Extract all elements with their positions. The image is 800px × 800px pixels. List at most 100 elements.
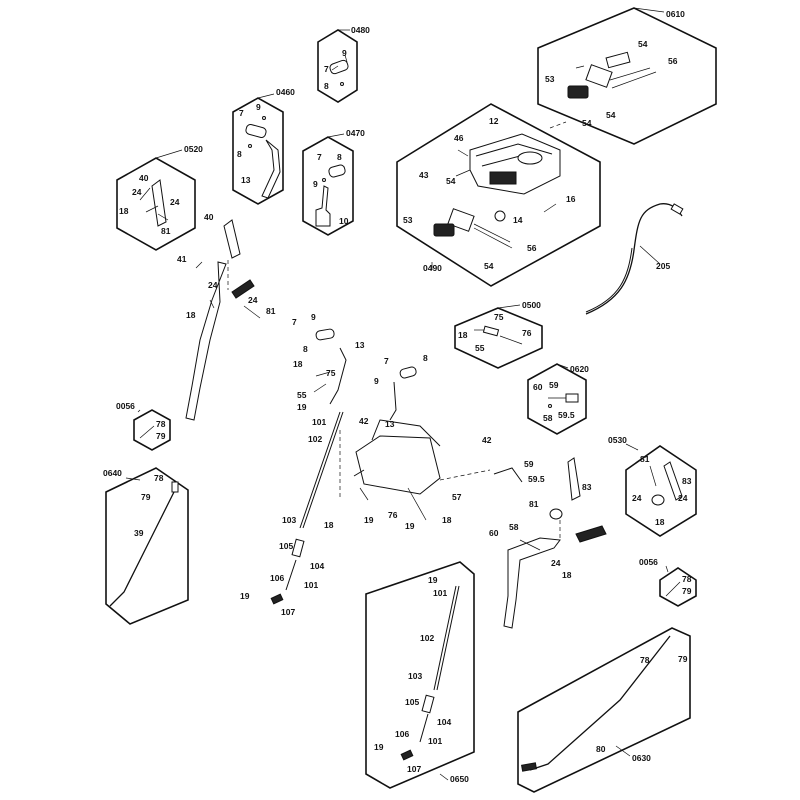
callout: 101: [304, 580, 318, 590]
panel-0490: 0490 12 46 43 54 53 14 16 56 54: [396, 103, 601, 287]
callout: 43: [419, 170, 429, 180]
callout: 13: [355, 340, 365, 350]
callout: 78: [682, 574, 692, 584]
callout: 54: [484, 261, 494, 271]
callout: 13: [241, 175, 251, 185]
spring-part: [474, 325, 523, 345]
callout: 59: [549, 380, 559, 390]
callout: 7: [384, 356, 389, 366]
callout: 78: [640, 655, 650, 665]
callout: 105: [279, 541, 293, 551]
panel-0460: 0460 9 7 8 13: [232, 87, 295, 205]
panel-id: 0610: [666, 9, 685, 19]
callout: 76: [388, 510, 398, 520]
panel-id: 0056: [639, 557, 658, 567]
callout: 18: [655, 517, 665, 527]
callout: 19: [297, 402, 307, 412]
callout: 10: [339, 216, 349, 226]
callout: 101: [312, 417, 326, 427]
handle-part: [329, 54, 349, 86]
callout: 102: [308, 434, 322, 444]
callout: 101: [428, 736, 442, 746]
callout: 54: [446, 176, 456, 186]
callout: 7: [239, 108, 244, 118]
callout: 55: [297, 390, 307, 400]
callout: 104: [310, 561, 324, 571]
callout: 40: [139, 173, 149, 183]
shift-rod-part: [649, 461, 683, 506]
callout: 54: [606, 110, 616, 120]
callout: 42: [482, 435, 492, 445]
callout: 7: [324, 64, 329, 74]
callout: 56: [668, 56, 678, 66]
cable-205: 205: [585, 203, 684, 315]
panel-id: 0640: [103, 468, 122, 478]
callout: 60: [489, 528, 499, 538]
panel-0640: 0640 78 79 39: [103, 467, 189, 625]
callout: 7: [292, 317, 297, 327]
callout: 104: [437, 717, 451, 727]
callout: 12: [489, 116, 499, 126]
callout: 19: [240, 591, 250, 601]
callout: 79: [141, 492, 151, 502]
callout: 9: [342, 48, 347, 58]
callout: 13: [385, 419, 395, 429]
callout: 7: [317, 152, 322, 162]
callout: 9: [374, 376, 379, 386]
panel-0650: 0650 19 101 102 103 105 104 106 101 19 1…: [365, 561, 475, 789]
callout: 9: [313, 179, 318, 189]
callout: 8: [337, 152, 342, 162]
panel-0630: 0630 78 79 80: [517, 627, 691, 793]
panel-0620: 0620 60 59 58 59.5: [527, 363, 589, 435]
callout: 80: [596, 744, 606, 754]
callout: 58: [543, 413, 553, 423]
cable-80: [521, 635, 671, 772]
panel-id: 0630: [632, 753, 651, 763]
panel-0520: 0520 40 24 18 24 81: [116, 144, 203, 251]
panel-id: 0470: [346, 128, 365, 138]
callout: 83: [682, 476, 692, 486]
callout: 103: [408, 671, 422, 681]
callout: 9: [256, 102, 261, 112]
callout: 24: [678, 493, 688, 503]
callout: 107: [281, 607, 295, 617]
callout: 40: [204, 212, 214, 222]
panel-id: 0530: [608, 435, 627, 445]
callout: 75: [326, 368, 336, 378]
callout: 53: [545, 74, 555, 84]
panel-0056-left: 0056 78 79: [116, 401, 171, 451]
callout: 55: [475, 343, 485, 353]
callout: 19: [364, 515, 374, 525]
callout: 79: [156, 431, 166, 441]
panel-0480: 0480 9 7 8: [317, 25, 370, 103]
callout: 102: [420, 633, 434, 643]
callout: 8: [303, 344, 308, 354]
callout: 58: [509, 522, 519, 532]
callout: 81: [161, 226, 171, 236]
callout: 53: [403, 215, 413, 225]
callout: 105: [405, 697, 419, 707]
callout: 18: [293, 359, 303, 369]
panel-id: 0056: [116, 401, 135, 411]
lever-part: [315, 164, 346, 227]
panel-0610: 0610 54 53 56 54 54: [537, 7, 717, 145]
callout: 81: [266, 306, 276, 316]
callout: 8: [237, 149, 242, 159]
callout: 57: [452, 492, 462, 502]
rod-assembly: [400, 585, 460, 761]
panel-id: 0650: [450, 774, 469, 784]
callout: 24: [632, 493, 642, 503]
callout: 24: [208, 280, 218, 290]
cover-parts: [567, 51, 657, 99]
callout: 8: [423, 353, 428, 363]
panel-id: 0490: [423, 263, 442, 273]
callout: 75: [494, 312, 504, 322]
callout: 78: [154, 473, 164, 483]
panel-0470: 0470 7 8 9 10: [302, 128, 365, 236]
callout: 54: [582, 118, 592, 128]
panel-0056-right: 0056 78 79: [639, 557, 697, 607]
cable-39: [109, 481, 179, 607]
callout: 76: [522, 328, 532, 338]
lever-part: [245, 116, 281, 199]
